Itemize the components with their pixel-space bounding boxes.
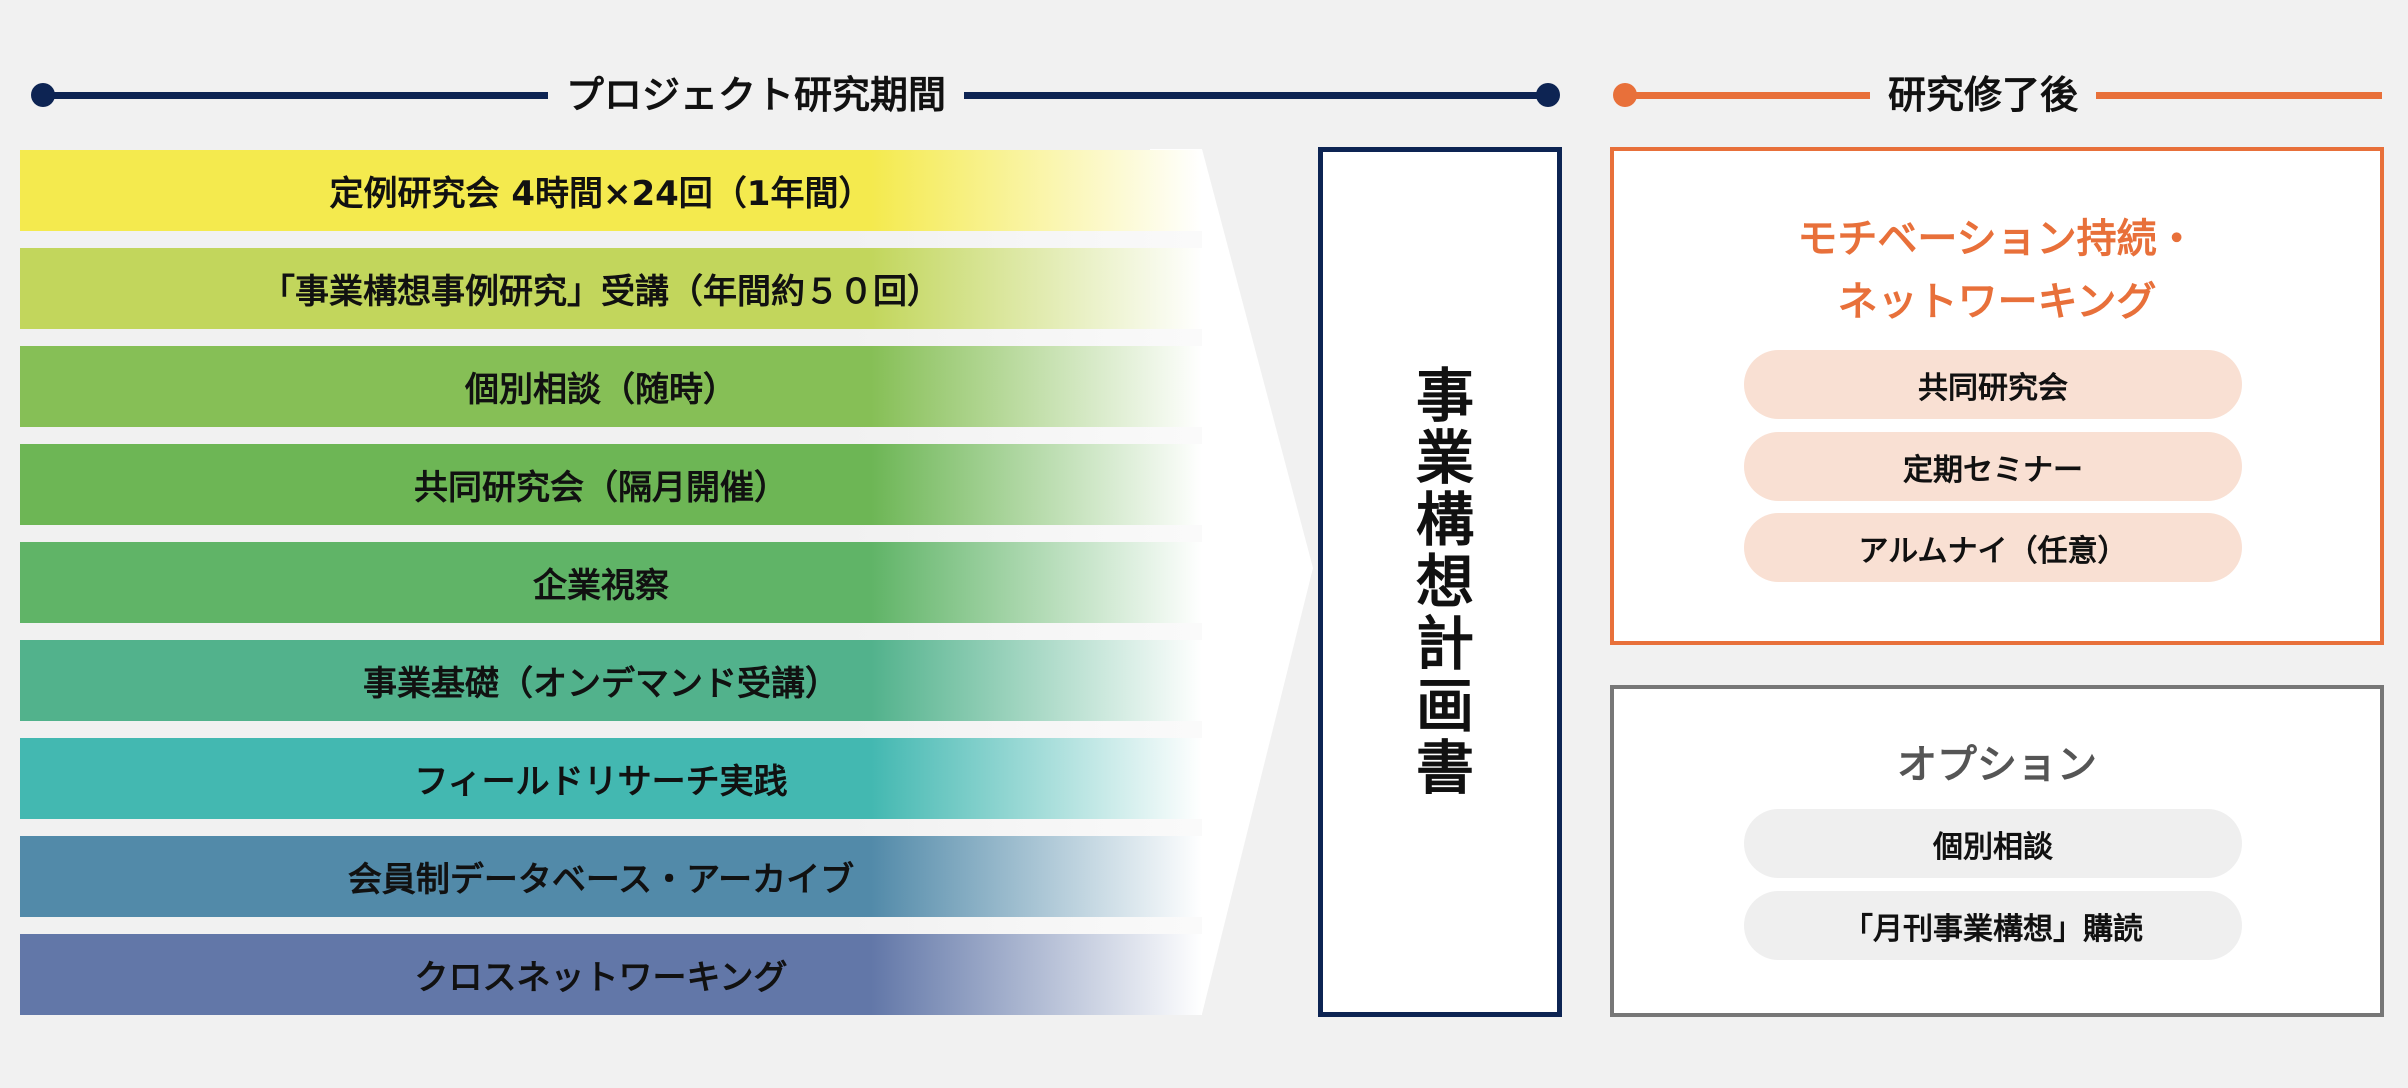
program-item: 個別相談（随時） (20, 346, 1202, 427)
program-item-gap (20, 231, 1202, 248)
program-item: 事業基礎（オンデマンド受講） (20, 640, 1202, 721)
program-item-label: フィールドリサーチ実践 (414, 762, 788, 802)
business-plan-label: 事業構想計画書 (1406, 365, 1474, 799)
program-item-gap (20, 819, 1202, 836)
program-item: 共同研究会（隔月開催） (20, 444, 1202, 525)
after-item: 定期セミナー (1744, 432, 2242, 501)
after-title-line2: ネットワーキング (1837, 279, 2157, 325)
project-start-dot (31, 83, 55, 107)
after-completion-box: モチベーション持続・ ネットワーキング 共同研究会 定期セミナー アルムナイ（任… (1610, 147, 2384, 645)
program-item-label: 事業基礎（オンデマンド受講） (363, 664, 839, 704)
program-item: 会員制データベース・アーカイブ (20, 836, 1202, 917)
options-box: オプション 個別相談 「月刊事業構想」購読 (1610, 685, 2384, 1017)
program-item: フィールドリサーチ実践 (20, 738, 1202, 819)
program-item-label: クロスネットワーキング (414, 958, 788, 998)
program-item-label: 定例研究会 4時間×24回（1年間） (329, 174, 873, 214)
options-title: オプション (1897, 742, 2097, 788)
program-item: クロスネットワーキング (20, 934, 1202, 1015)
option-item: 「月刊事業構想」購読 (1744, 891, 2242, 960)
program-item-label: 「事業構想事例研究」受講（年間約５０回） (261, 272, 941, 312)
business-plan-box: 事業構想計画書 (1318, 147, 1562, 1017)
program-item-label: 共同研究会（隔月開催） (414, 468, 788, 508)
program-item-gap (20, 917, 1202, 934)
program-item: 「事業構想事例研究」受講（年間約５０回） (20, 248, 1202, 329)
after-title-line1: モチベーション持続・ (1797, 216, 2197, 262)
program-item-gap (20, 623, 1202, 640)
project-period-label: プロジェクト研究期間 (548, 70, 965, 120)
after-period-label: 研究修了後 (1870, 70, 2097, 120)
program-item: 定例研究会 4時間×24回（1年間） (20, 150, 1202, 231)
after-start-dot (1613, 83, 1637, 107)
option-item: 個別相談 (1744, 809, 2242, 878)
program-item-label: 企業視察 (533, 566, 669, 606)
after-item: アルムナイ（任意） (1744, 513, 2242, 582)
program-item: 企業視察 (20, 542, 1202, 623)
program-item-gap (20, 329, 1202, 346)
program-item-label: 会員制データベース・アーカイブ (347, 860, 855, 900)
program-item-gap (20, 721, 1202, 738)
program-item-label: 個別相談（随時） (465, 370, 737, 410)
project-end-dot (1536, 83, 1560, 107)
program-item-gap (20, 525, 1202, 542)
program-item-gap (20, 427, 1202, 444)
after-item: 共同研究会 (1744, 350, 2242, 419)
